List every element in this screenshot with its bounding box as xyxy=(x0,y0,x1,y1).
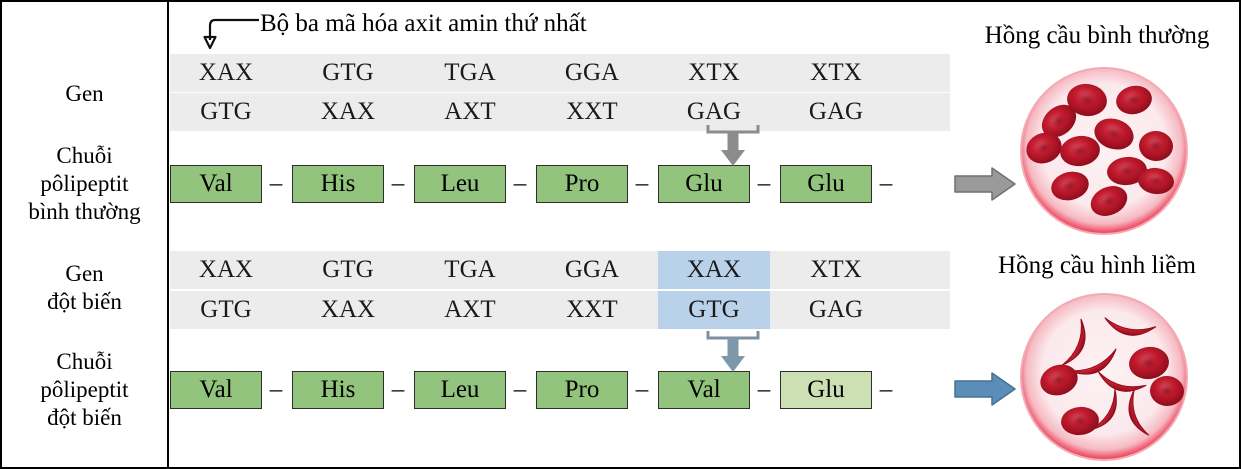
polypeptide-mutant-separator: – xyxy=(391,376,405,403)
gene-mutant-bottom-codon: XXT xyxy=(566,296,618,323)
right-arrow-icon-normal xyxy=(954,167,1016,201)
gene-mutant-bottom-codon: GTG xyxy=(200,296,252,323)
label-polypeptide-mutant: Chuỗi pôlipeptit đột biến xyxy=(2,348,167,432)
polypeptide-normal-separator: – xyxy=(391,170,405,197)
polypeptide-normal-separator: – xyxy=(269,170,283,197)
label-gene-normal: Gen xyxy=(65,81,104,106)
gene-normal-bottom-codon: XAX xyxy=(320,98,376,125)
polypeptide-mutant-separator: – xyxy=(879,376,893,403)
gene-normal-top-codon: GGA xyxy=(564,59,620,86)
gene-mutant-bottom-codon: GTG xyxy=(658,291,770,329)
right-arrow-icon-mutant xyxy=(954,372,1016,406)
label-gene-mutant: Gen đột biến xyxy=(2,260,167,316)
polypeptide-mutant-separator: – xyxy=(757,376,771,403)
sickle-red-blood-cells xyxy=(1017,290,1191,464)
gene-mutant-top-codon: TGA xyxy=(444,256,496,283)
polypeptide-normal-separator: – xyxy=(757,170,771,197)
down-arrow-icon-normal xyxy=(702,121,764,167)
polypeptide-normal-separator: – xyxy=(879,170,893,197)
polypeptide-normal-separator: – xyxy=(635,170,649,197)
gene-normal-bottom-codon: GTG xyxy=(200,98,252,125)
polypeptide-mutant-residue: Leu xyxy=(414,371,506,409)
label-polypeptide-mutant-line3: đột biến xyxy=(47,405,122,430)
gene-normal-bottom-codon: AXT xyxy=(444,98,496,125)
gene-normal-top-codon: XTX xyxy=(810,59,862,86)
label-polypeptide-mutant-line2: pôlipeptit xyxy=(40,377,129,402)
gene-normal-strand-top: XAX GTG TGA GGA XTX XTX xyxy=(170,54,950,92)
polypeptide-mutant-separator: – xyxy=(269,376,283,403)
cell-title-mutant: Hồng cầu hình liềm xyxy=(998,252,1196,279)
gene-mutant-strand-bottom: GTG XAX AXT XXT GTG GAG xyxy=(170,291,950,329)
gene-normal-bottom-codon: GAG xyxy=(686,98,742,125)
gene-mutant-top-codon: XAX xyxy=(658,251,770,289)
gene-mutant-strand-top: XAX GTG TGA GGA XAX XTX xyxy=(170,251,950,289)
label-polypeptide-normal-line2: pôlipeptit xyxy=(40,171,129,196)
round-red-blood-cells xyxy=(1017,64,1191,238)
gene-mutant-top-codon: GGA xyxy=(564,256,620,283)
gene-mutant-top-codon: XAX xyxy=(198,256,254,283)
gene-mutant-bottom-codon: AXT xyxy=(444,296,496,323)
gene-normal-strand-bottom: GTG XAX AXT XXT GAG GAG xyxy=(170,93,950,131)
polypeptide-normal-residue: Val xyxy=(170,165,262,203)
callout-label: Bộ ba mã hóa axit amin thứ nhất xyxy=(260,10,587,37)
polypeptide-mutant-separator: – xyxy=(635,376,649,403)
gene-mutant-top-codon: XTX xyxy=(810,256,862,283)
polypeptide-normal-residue: His xyxy=(292,165,384,203)
polypeptide-normal-residue: Pro xyxy=(536,165,628,203)
label-gene-mutant-line1: Gen xyxy=(65,261,104,286)
gene-normal-top-codon: XAX xyxy=(198,59,254,86)
gene-normal-top-codon: XTX xyxy=(688,59,740,86)
polypeptide-normal-residue: Glu xyxy=(658,165,750,203)
polypeptide-mutant-residue: Val xyxy=(170,371,262,409)
polypeptide-mutant-residue: His xyxy=(292,371,384,409)
gene-mutant-bottom-codon: XAX xyxy=(320,296,376,323)
gene-mutant-bottom-codon: GAG xyxy=(808,296,864,323)
polypeptide-mutant-residue: Pro xyxy=(536,371,628,409)
polypeptide-mutant-residue: Glu xyxy=(780,371,872,409)
label-polypeptide-normal-line3: bình thường xyxy=(28,199,141,224)
down-arrow-icon-mutant xyxy=(702,327,764,373)
label-polypeptide-normal: Chuỗi pôlipeptit bình thường xyxy=(2,142,167,226)
gene-normal-top-codon: TGA xyxy=(444,59,496,86)
label-polypeptide-normal-line1: Chuỗi xyxy=(56,143,113,168)
polypeptide-mutant-separator: – xyxy=(513,376,527,403)
label-content-divider xyxy=(167,2,169,467)
gene-normal-bottom-codon: XXT xyxy=(566,98,618,125)
gene-normal-top-codon: GTG xyxy=(322,59,374,86)
label-polypeptide-mutant-line1: Chuỗi xyxy=(56,349,113,374)
polypeptide-normal-residue: Leu xyxy=(414,165,506,203)
cell-title-normal: Hồng cầu bình thường xyxy=(984,22,1210,49)
gene-normal-bottom-codon: GAG xyxy=(808,98,864,125)
polypeptide-normal-residue: Glu xyxy=(780,165,872,203)
label-gene-mutant-line2: đột biến xyxy=(47,289,122,314)
polypeptide-normal-separator: – xyxy=(513,170,527,197)
polypeptide-mutant-residue: Val xyxy=(658,371,750,409)
hooked-down-arrow-icon xyxy=(202,14,260,50)
gene-mutant-top-codon: GTG xyxy=(322,256,374,283)
